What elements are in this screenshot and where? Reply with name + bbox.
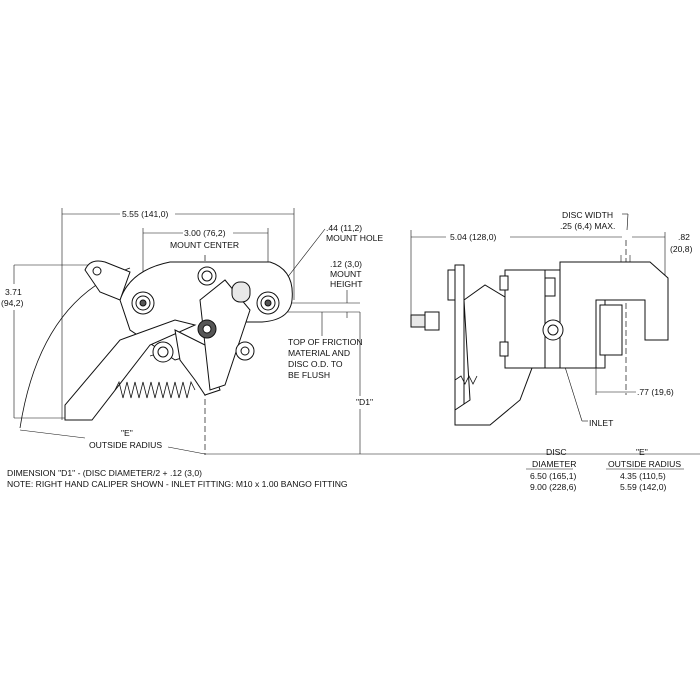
return-spring — [114, 380, 196, 399]
inlet-label: INLET — [589, 418, 614, 428]
inlet-boss — [231, 281, 251, 303]
shaft-nut — [424, 311, 440, 331]
bracket-tab — [447, 269, 456, 301]
depth-dim: .77 (19,6) — [637, 387, 674, 397]
disc-width-dim: .25 (6,4) MAX. — [560, 221, 615, 231]
brake-pad — [599, 304, 623, 356]
overall-length-dim: 5.04 (128,0) — [450, 232, 496, 242]
e-label: "E" — [121, 428, 133, 438]
table-header-disc: DISC — [546, 447, 567, 457]
disc-radius-table: DISC DIAMETER "E" OUTSIDE RADIUS 6.50 (1… — [526, 447, 684, 492]
right-spring — [454, 375, 478, 385]
mount-center-dim: 3.00 (76,2) — [184, 228, 226, 238]
offset-dim: .82 — [678, 232, 690, 242]
mount-hole-dim: .44 (11,2) — [326, 223, 362, 233]
friction-note-3: DISC O.D. TO — [288, 359, 343, 369]
bolt-head-bottom — [499, 341, 509, 357]
bolt-head-top — [499, 275, 509, 291]
table-cell: 9.00 (228,6) — [530, 482, 576, 492]
table-cell: 5.59 (142,0) — [620, 482, 666, 492]
outside-radius-label: OUTSIDE RADIUS — [89, 440, 162, 450]
disc-width-label: DISC WIDTH — [562, 210, 613, 220]
piston-housing — [504, 269, 546, 369]
right-caliper-view — [410, 213, 669, 426]
left-caliper-view — [13, 208, 700, 455]
friction-note-1: TOP OF FRICTION — [288, 337, 363, 347]
mount-hole-label: MOUNT HOLE — [326, 233, 383, 243]
offset-dim-mm: (20,8) — [670, 244, 693, 254]
mount-bolts — [92, 266, 280, 363]
height-dim-mm: (94,2) — [1, 298, 24, 308]
dimension-note: DIMENSION "D1" - (DISC DIAMETER/2 + .12 … — [7, 468, 202, 478]
bridge-bolt — [544, 277, 556, 297]
d1-label: "D1" — [356, 397, 373, 407]
table-header-diameter: DIAMETER — [532, 459, 576, 469]
mounting-bracket-plate — [454, 264, 465, 416]
table-header-outside-radius: OUTSIDE RADIUS — [608, 459, 681, 469]
mount-height-dim: .12 (3,0) — [330, 259, 362, 269]
height-dim: 3.71 — [5, 287, 22, 297]
bracket-foot — [64, 319, 197, 421]
caliper-bridge — [559, 261, 669, 369]
mount-height-label-2: HEIGHT — [330, 279, 363, 289]
fitting-note: NOTE: RIGHT HAND CALIPER SHOWN - INLET F… — [7, 479, 348, 489]
actuator-shaft — [410, 314, 426, 328]
table-cell: 6.50 (165,1) — [530, 471, 576, 481]
table-header-e: "E" — [636, 447, 648, 457]
mount-center-label: MOUNT CENTER — [170, 240, 239, 250]
table-cell: 4.35 (110,5) — [620, 471, 666, 481]
friction-note-4: BE FLUSH — [288, 370, 330, 380]
overall-width-dim: 5.55 (141,0) — [122, 209, 168, 219]
mount-height-label-1: MOUNT — [330, 269, 362, 279]
friction-note-2: MATERIAL AND — [288, 348, 350, 358]
